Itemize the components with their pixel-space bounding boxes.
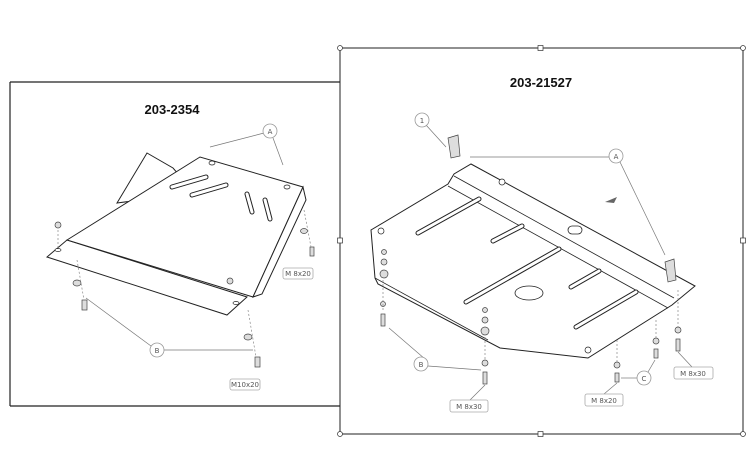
- right-skid-plate: [370, 163, 696, 359]
- right-bolt-label-left: M 8x30: [449, 384, 489, 413]
- right-callout-b: B: [388, 327, 482, 372]
- right-bolt-label-middle: M 8x20: [584, 382, 624, 407]
- left-skid-plate: [45, 152, 307, 316]
- left-callout-a: A: [209, 123, 284, 166]
- right-diagram-frame[interactable]: [337, 45, 746, 437]
- left-bolt-label-side: M 8x20: [282, 267, 314, 280]
- right-diagram-title: 203-21527: [510, 75, 572, 90]
- right-callout-1: 1: [414, 112, 447, 148]
- svg-text:A: A: [614, 153, 619, 161]
- svg-text:M10x20: M10x20: [231, 381, 259, 389]
- left-callout-b: B: [85, 297, 253, 358]
- right-callout-a: A: [470, 148, 666, 256]
- svg-text:M 8x20: M 8x20: [285, 270, 311, 278]
- svg-text:M 8x30: M 8x30: [456, 403, 482, 411]
- svg-text:B: B: [419, 361, 424, 369]
- right-bolt-label-right: M 8x30: [673, 351, 714, 380]
- left-diagram-title: 203-2354: [145, 102, 201, 117]
- left-callout-b-label: B: [155, 347, 160, 355]
- left-hardware: [54, 209, 315, 368]
- right-brackets: [447, 134, 677, 283]
- svg-text:C: C: [642, 375, 647, 383]
- left-callout-a-label: A: [268, 128, 273, 136]
- svg-text:M 8x30: M 8x30: [680, 370, 706, 378]
- right-callout-c: C: [621, 359, 656, 386]
- right-hardware: [379, 249, 682, 385]
- left-diagram-frame: [9, 81, 340, 407]
- svg-text:1: 1: [420, 117, 424, 125]
- left-bolt-label-bottom: M10x20: [229, 378, 261, 391]
- svg-text:M 8x20: M 8x20: [591, 397, 617, 405]
